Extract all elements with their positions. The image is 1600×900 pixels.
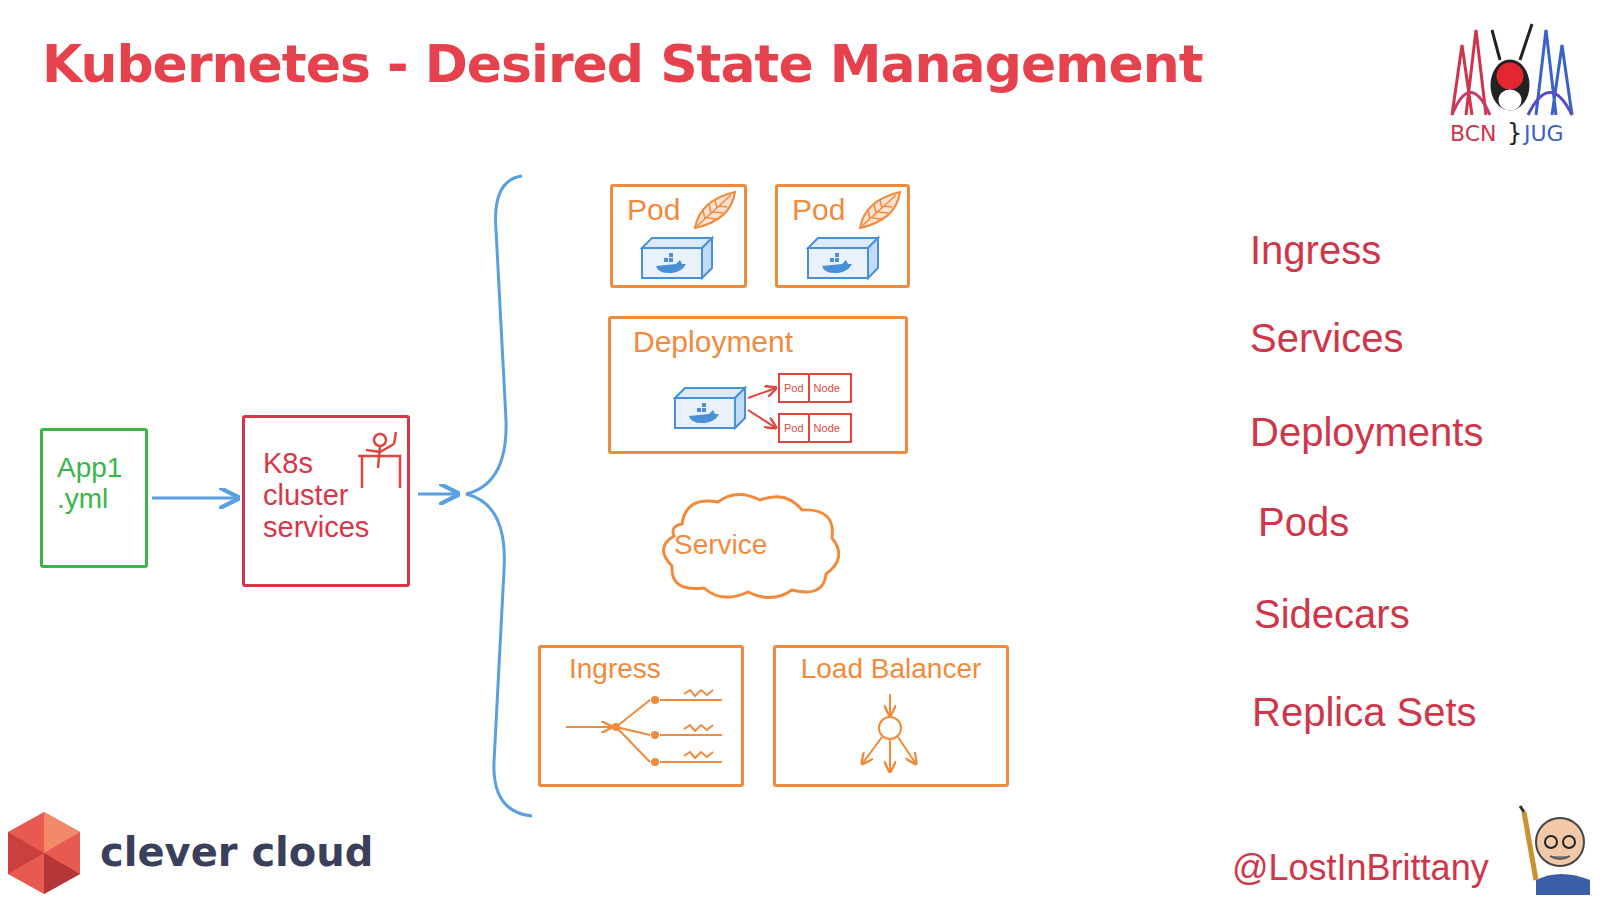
box-label: Deployment <box>633 325 793 358</box>
node-tag: Node <box>810 375 844 401</box>
box-label: Load Balancer <box>801 654 982 685</box>
box-label: Pod <box>792 193 845 226</box>
container-icon <box>675 388 745 428</box>
service-cloud: Service <box>652 486 848 604</box>
container-icon <box>808 238 878 278</box>
logo-text: BCN <box>1450 122 1497 146</box>
flow-arrow <box>152 497 238 500</box>
component-box: Ingress <box>538 645 744 787</box>
logo-text: JUG <box>1524 122 1564 146</box>
pod-tag: Pod <box>780 415 810 441</box>
component-box: DeploymentPodNodePodNode <box>608 316 908 454</box>
curly-brace <box>466 176 532 816</box>
component-box: Pod <box>775 184 910 288</box>
component-box: Load Balancer <box>773 645 1009 787</box>
author-handle: @LostInBrittany <box>1232 848 1489 888</box>
pod-node-box: PodNode <box>778 373 852 403</box>
pod-node-box: PodNode <box>778 413 852 443</box>
component-box: K8s cluster services <box>242 415 410 587</box>
jug-logo <box>1452 24 1572 115</box>
pod-icon <box>695 192 735 228</box>
replica-arrow <box>748 410 776 428</box>
concept-item: Deployments <box>1250 410 1483 454</box>
replica-arrow <box>748 388 776 398</box>
concept-item: Pods <box>1258 500 1349 544</box>
pod-icon <box>860 192 900 228</box>
pod-tag: Pod <box>780 375 810 401</box>
node-tag: Node <box>810 415 844 441</box>
brand-name: clever cloud <box>100 830 373 874</box>
concept-item: Sidecars <box>1254 592 1410 636</box>
concept-item: Replica Sets <box>1252 690 1477 734</box>
author-avatar <box>1520 806 1590 895</box>
component-box: Pod <box>610 184 747 288</box>
box-label: Pod <box>627 193 680 226</box>
slide-title: Kubernetes - Desired State Management <box>42 34 1203 94</box>
clever-cloud-logo <box>8 812 80 894</box>
concept-item: Ingress <box>1250 228 1381 272</box>
component-box: App1 .yml <box>40 428 148 568</box>
box-label: Service <box>674 530 767 561</box>
container-icon <box>642 238 712 278</box>
fan-out-arrow <box>418 493 458 496</box>
ingress-dots <box>612 696 659 766</box>
balancer-icon <box>862 694 916 772</box>
operator-icon <box>358 432 400 488</box>
cloud-outline-path <box>663 494 838 597</box>
logo-text: } <box>1507 120 1522 146</box>
ingress-routing <box>566 690 722 762</box>
box-label: App1 .yml <box>57 453 135 515</box>
box-label: Ingress <box>569 654 661 685</box>
concept-item: Services <box>1250 316 1403 360</box>
box-label: K8s cluster services <box>263 448 378 544</box>
